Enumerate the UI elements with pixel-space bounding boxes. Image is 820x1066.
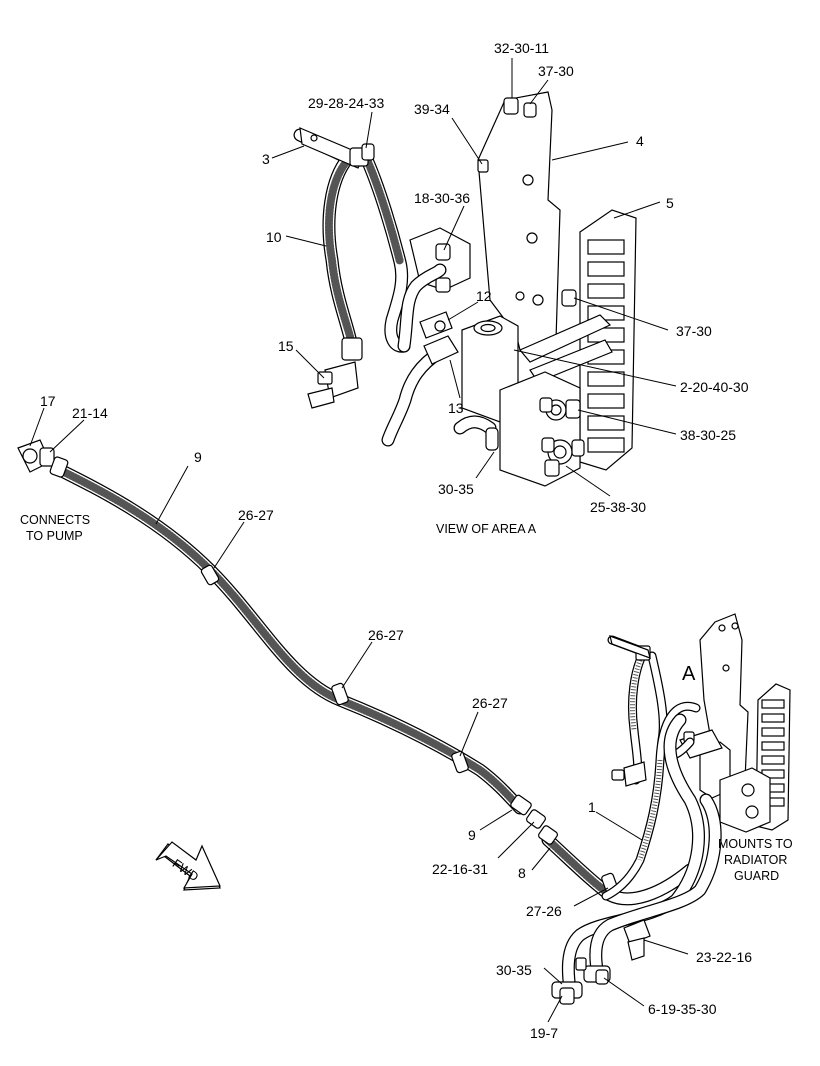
clip xyxy=(485,427,499,451)
callout-27-26: 27-26 xyxy=(526,903,562,919)
coupling-ferrule xyxy=(538,825,558,845)
area-a-marker: A xyxy=(682,663,696,685)
callout-32-30-11: 32-30-11 xyxy=(494,40,549,56)
callout-1: 1 xyxy=(588,799,596,815)
detail-view-area-a xyxy=(293,91,637,487)
callout-22-16-31: 22-16-31 xyxy=(432,861,488,877)
callout-29-28-24-33: 29-28-24-33 xyxy=(308,95,384,111)
callout-4: 4 xyxy=(636,133,644,149)
callout-3: 3 xyxy=(262,151,270,167)
callout-18-30-36: 18-30-36 xyxy=(414,190,470,206)
bolt xyxy=(523,102,537,118)
bolt xyxy=(539,397,553,413)
bolt xyxy=(571,439,585,457)
callout-23-22-16: 23-22-16 xyxy=(696,949,752,965)
callout-19-7: 19-7 xyxy=(530,1025,558,1041)
coupling xyxy=(510,794,532,816)
leader-lines xyxy=(29,58,689,1023)
callout-25-38-30: 25-38-30 xyxy=(590,499,646,515)
bracket-bar xyxy=(519,314,612,363)
callout-8: 8 xyxy=(518,865,526,881)
plate-hole xyxy=(532,294,544,306)
callout-38-30-25: 38-30-25 xyxy=(680,427,736,443)
radiator-grille xyxy=(579,209,637,471)
callout-39-34: 39-34 xyxy=(414,101,450,117)
notes: VIEW OF AREA A CONNECTS TO PUMP MOUNTS T… xyxy=(20,513,793,883)
callout-15: 15 xyxy=(278,338,294,354)
callout-26-27: 26-27 xyxy=(368,627,404,643)
coupling-nut xyxy=(526,809,546,829)
hose-clip xyxy=(200,564,220,586)
mounts-to-radiator-line2: RADIATOR xyxy=(724,853,787,867)
view-of-area-a-caption: VIEW OF AREA A xyxy=(436,522,537,536)
callout-2-20-40-30: 2-20-40-30 xyxy=(680,379,749,395)
mounts-to-radiator-line1: MOUNTS TO xyxy=(718,837,793,851)
mini-tee xyxy=(623,761,647,787)
bolt xyxy=(565,399,581,419)
callout-6-19-35-30: 6-19-35-30 xyxy=(648,1001,717,1017)
callout-37-30-mid: 37-30 xyxy=(676,323,712,339)
callout-26-27: 26-27 xyxy=(472,695,508,711)
hex-nut xyxy=(39,447,55,467)
plate-hole xyxy=(522,174,534,186)
callout-26-27: 26-27 xyxy=(238,507,274,523)
callout-37-30: 37-30 xyxy=(538,63,574,79)
bolt xyxy=(561,289,577,307)
callout-17: 17 xyxy=(40,393,56,409)
mini-manifold xyxy=(719,767,771,833)
manifold-block xyxy=(499,371,581,487)
plate-hole xyxy=(515,291,525,301)
plate-hole xyxy=(526,232,538,244)
nipple xyxy=(307,387,335,409)
mounting-plate xyxy=(477,91,561,353)
callout-30-35: 30-35 xyxy=(496,962,532,978)
callout-10: 10 xyxy=(266,229,282,245)
hose-clip xyxy=(451,750,469,774)
connects-to-pump-line1: CONNECTS xyxy=(20,513,90,527)
stud xyxy=(477,159,489,173)
fitting xyxy=(341,337,363,361)
callout-labels: 32-30-11 37-30 29-28-24-33 39-34 4 3 18-… xyxy=(40,40,752,1041)
ferrule xyxy=(49,456,69,478)
callout-9: 9 xyxy=(194,449,202,465)
callout-30-35: 30-35 xyxy=(438,481,474,497)
elbow xyxy=(423,335,459,365)
hose-clip xyxy=(331,682,349,706)
callout-12: 12 xyxy=(476,288,492,304)
callout-21-14: 21-14 xyxy=(72,405,108,421)
mounts-to-radiator-line3: GUARD xyxy=(734,869,779,883)
bolt xyxy=(541,437,555,453)
hose-1 xyxy=(601,701,701,901)
connects-to-pump-line2: TO PUMP xyxy=(26,529,83,543)
callout-9: 9 xyxy=(468,827,476,843)
main-assembly xyxy=(17,439,791,1005)
fwd-arrow-icon: FWD xyxy=(155,841,221,891)
callout-5: 5 xyxy=(666,195,674,211)
bolt xyxy=(503,97,519,115)
bolt xyxy=(361,143,375,161)
bolt xyxy=(544,459,560,477)
callout-13: 13 xyxy=(448,400,464,416)
